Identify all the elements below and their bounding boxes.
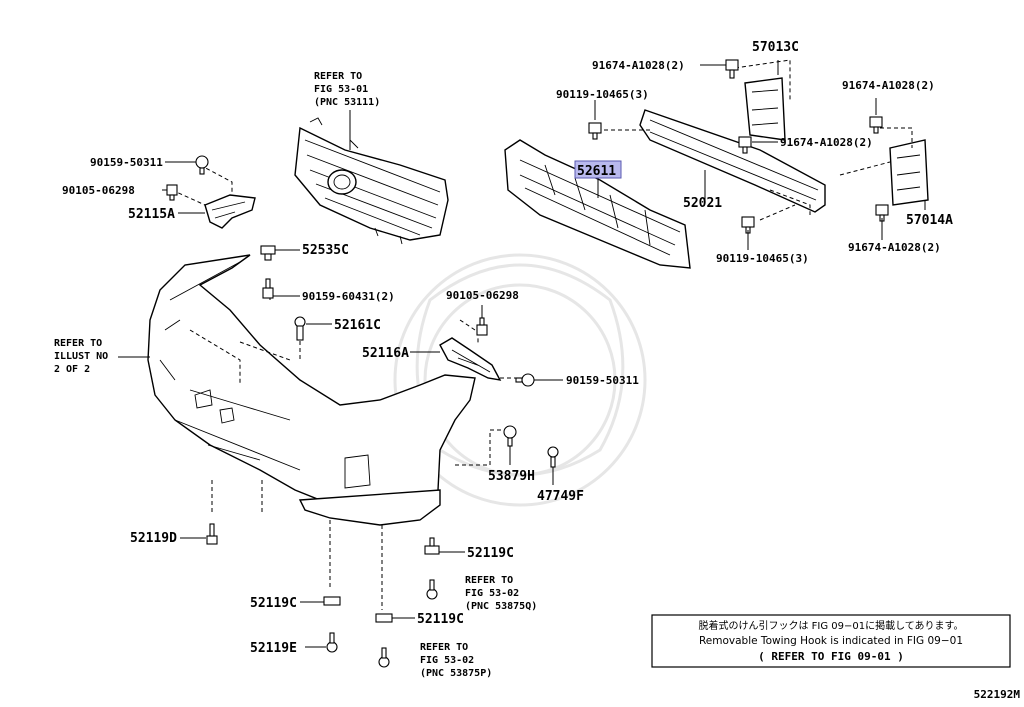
- label-90159-50311-a: 90159-50311: [90, 156, 163, 169]
- screw-icon: [515, 373, 535, 387]
- ref-grille-line3: (PNC 53111): [314, 97, 380, 108]
- label-57014A: 57014A: [906, 213, 953, 228]
- part-labels: 57013C 91674-A1028(2) 90119-10465(3) 916…: [62, 40, 953, 656]
- note-line-en: Removable Towing Hook is indicated in FI…: [699, 635, 963, 647]
- ref-grille-line2: FIG 53-01: [314, 84, 368, 95]
- label-52021: 52021: [683, 196, 722, 211]
- screw-icon: [378, 647, 390, 668]
- ref-p-line2: FIG 53-02: [420, 655, 474, 666]
- clip-icon: [375, 613, 393, 623]
- label-91674-a: 91674-A1028(2): [592, 59, 685, 72]
- label-53879H: 53879H: [488, 469, 535, 484]
- label-90159-50311-b: 90159-50311: [566, 374, 639, 387]
- figure-id: 522192M: [974, 688, 1021, 701]
- label-91674-d: 91674-A1028(2): [848, 241, 941, 254]
- clip-icon: [294, 316, 306, 341]
- label-52161C: 52161C: [334, 318, 381, 333]
- bolt-icon: [869, 116, 883, 134]
- note-line-ref: ( REFER TO FIG 09-01 ): [758, 650, 904, 663]
- screw-icon: [195, 155, 209, 175]
- label-52611: 52611: [577, 164, 616, 179]
- label-91674-c: 91674-A1028(2): [780, 136, 873, 149]
- ref-q-line2: FIG 53-02: [465, 588, 519, 599]
- label-52119C-a: 52119C: [467, 546, 514, 561]
- bumper-energy-absorber-52611: [504, 139, 691, 269]
- ref-illust-line2: ILLUST NO: [54, 351, 108, 362]
- highlight-box-52611: [574, 160, 622, 179]
- ref-q-line3: (PNC 53875Q): [465, 601, 537, 612]
- clip-icon: [424, 537, 440, 555]
- bumper-side-support-52115A: [171, 164, 256, 229]
- screw-icon: [547, 446, 559, 468]
- bolt-icon: [206, 523, 218, 545]
- bolt-icon: [738, 136, 752, 154]
- radiator-grille: [294, 110, 449, 245]
- label-52116A: 52116A: [362, 346, 409, 361]
- label-52119C-c: 52119C: [417, 612, 464, 627]
- clip-icon: [503, 425, 517, 447]
- note-line-jp: 脱着式のけん引フックは FIG 09−01に掲載してあります。: [698, 619, 963, 632]
- ref-illust-line1: REFER TO: [54, 338, 102, 349]
- reference-notes: REFER TO FIG 53-01 (PNC 53111) REFER TO …: [54, 71, 537, 679]
- bolt-icon: [476, 317, 488, 336]
- ref-illust-line3: 2 OF 2: [54, 364, 90, 375]
- clip-icon: [260, 245, 276, 261]
- towing-hook-note: 脱着式のけん引フックは FIG 09−01に掲載してあります。 Removabl…: [651, 614, 1011, 668]
- ref-p-line3: (PNC 53875P): [420, 668, 492, 679]
- label-52119E: 52119E: [250, 641, 297, 656]
- label-52535C: 52535C: [302, 243, 349, 258]
- label-90119-a: 90119-10465(3): [556, 88, 649, 101]
- label-90105-06298-a: 90105-06298: [62, 184, 135, 197]
- label-90119-b: 90119-10465(3): [716, 252, 809, 265]
- bumper-reinforcement-52021: [600, 59, 929, 221]
- label-52115A: 52115A: [128, 207, 175, 222]
- bumper-side-support-52116A: [439, 319, 520, 381]
- label-91674-b: 91674-A1028(2): [842, 79, 935, 92]
- label-57013C: 57013C: [752, 40, 799, 55]
- screw-icon: [326, 632, 338, 653]
- ref-p-line1: REFER TO: [420, 642, 468, 653]
- clip-icon: [323, 596, 341, 606]
- bolt-icon: [725, 59, 739, 79]
- front-bumper-cover: [147, 254, 510, 610]
- bolt-icon: [588, 122, 602, 140]
- bolt-icon: [262, 278, 274, 299]
- label-47749F: 47749F: [537, 489, 584, 504]
- label-90105-06298-b: 90105-06298: [446, 289, 519, 302]
- leader-lines: [118, 60, 926, 648]
- label-52119D: 52119D: [130, 531, 177, 546]
- label-52119C-b: 52119C: [250, 596, 297, 611]
- ref-q-line1: REFER TO: [465, 575, 513, 586]
- screw-icon: [426, 579, 438, 600]
- label-90159-60431: 90159-60431(2): [302, 290, 395, 303]
- ref-grille-line1: REFER TO: [314, 71, 362, 82]
- bolt-icon: [166, 184, 178, 201]
